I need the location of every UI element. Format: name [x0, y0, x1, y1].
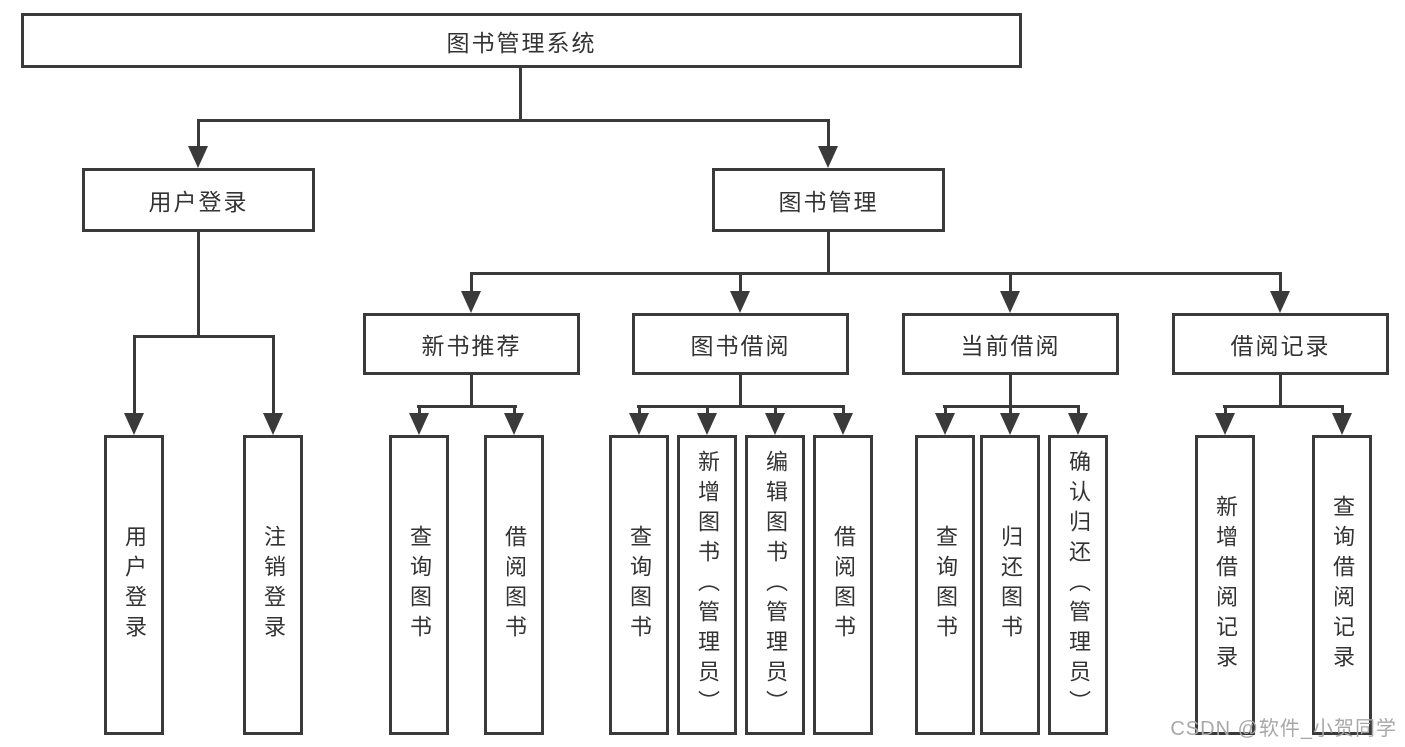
arrow-down-icon — [629, 405, 649, 435]
arrow-down-icon — [1068, 405, 1088, 435]
arrow-down-icon — [504, 405, 524, 435]
connector-login-rail — [133, 335, 275, 338]
arrow-down-icon — [730, 272, 750, 313]
arrow-down-icon — [765, 405, 785, 435]
arrow-down-icon — [1000, 405, 1020, 435]
node-user-login: 用户登录 — [82, 168, 315, 232]
connector-section-rail — [943, 405, 1080, 408]
node-root: 图书管理系统 — [21, 13, 1022, 68]
leaf-newrec-borrow-books: 借阅图书 — [484, 435, 544, 735]
connector-section-rail — [417, 405, 517, 408]
leaf-logout: 注销登录 — [243, 435, 303, 735]
leaf-borrow-edit-books-admin: 编辑图书（管理员） — [745, 435, 805, 735]
connector-level3-rail — [470, 272, 1282, 275]
arrow-down-icon — [818, 119, 838, 168]
connector-section-stub — [1279, 375, 1282, 405]
node-book-borrowing: 图书借阅 — [632, 313, 849, 375]
connector-section-stub — [1009, 375, 1012, 405]
arrow-down-icon — [935, 405, 955, 435]
arrow-down-icon — [1215, 405, 1235, 435]
leaf-current-return-books: 归还图书 — [980, 435, 1040, 735]
arrow-down-icon — [833, 405, 853, 435]
watermark: CSDN @软件_小贺同学 — [1170, 718, 1397, 740]
arrow-down-icon — [697, 405, 717, 435]
connector-login-stub — [197, 232, 200, 335]
leaf-records-add-record: 新增借阅记录 — [1195, 435, 1255, 735]
connector-root-stub — [519, 68, 522, 119]
leaf-newrec-query-books: 查询图书 — [389, 435, 449, 735]
connector-section-rail — [637, 405, 845, 408]
leaf-user-login: 用户登录 — [104, 435, 164, 735]
leaf-records-query-record: 查询借阅记录 — [1312, 435, 1372, 735]
leaf-borrow-query-books: 查询图书 — [609, 435, 669, 735]
arrow-down-icon — [263, 335, 283, 435]
leaf-current-confirm-return-admin: 确认归还（管理员） — [1048, 435, 1108, 735]
arrow-down-icon — [1332, 405, 1352, 435]
connector-section-rail — [1223, 405, 1344, 408]
arrow-down-icon — [1000, 272, 1020, 313]
connector-manage-stub — [827, 232, 830, 272]
node-current-borrowing: 当前借阅 — [902, 313, 1119, 375]
arrow-down-icon — [124, 335, 144, 435]
connector-section-stub — [470, 375, 473, 405]
node-new-book-recommendation: 新书推荐 — [363, 313, 580, 375]
arrow-down-icon — [188, 119, 208, 168]
arrow-down-icon — [461, 272, 481, 313]
arrow-down-icon — [409, 405, 429, 435]
leaf-borrow-add-books-admin: 新增图书（管理员） — [677, 435, 737, 735]
arrow-down-icon — [1270, 272, 1290, 313]
node-book-management: 图书管理 — [712, 168, 945, 232]
node-borrowing-records: 借阅记录 — [1172, 313, 1389, 375]
connector-level2-rail — [197, 119, 830, 122]
leaf-current-query-books: 查询图书 — [915, 435, 975, 735]
connector-section-stub — [739, 375, 742, 405]
leaf-borrow-borrow-books: 借阅图书 — [813, 435, 873, 735]
